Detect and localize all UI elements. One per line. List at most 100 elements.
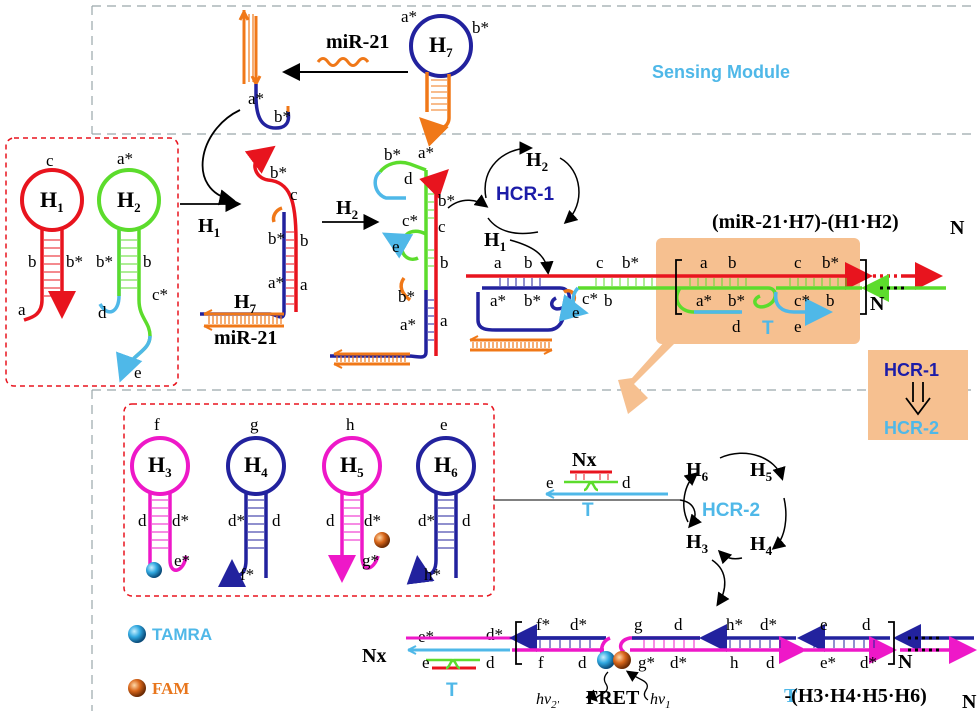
svg-text:c*: c*	[152, 285, 168, 304]
svg-text:e: e	[572, 303, 580, 322]
svg-text:b*: b*	[268, 229, 285, 248]
svg-text:a*: a*	[400, 315, 416, 334]
highlight-arrow	[618, 322, 688, 414]
svg-text:T: T	[446, 680, 458, 701]
svg-text:e: e	[422, 653, 430, 672]
svg-text:H3: H3	[148, 452, 172, 480]
svg-text:N: N	[898, 651, 913, 673]
svg-text:miR-21: miR-21	[326, 31, 389, 53]
svg-text:b*: b*	[96, 252, 113, 271]
svg-text:FRET: FRET	[586, 687, 640, 709]
svg-text:b: b	[28, 252, 37, 271]
svg-text:H4: H4	[750, 533, 773, 558]
svg-text:d*: d*	[570, 615, 587, 634]
h7-hairpin: H7 a* b*	[401, 7, 489, 147]
h6-hairpin: H6 e d* d h*	[406, 415, 476, 585]
svg-text:b*: b*	[66, 252, 83, 271]
svg-text:g: g	[250, 415, 259, 434]
svg-text:b*: b*	[472, 18, 489, 37]
svg-text:HCR-2: HCR-2	[702, 500, 760, 521]
mir21-h7-duplex-top: a* b*	[238, 10, 291, 130]
svg-text:b*: b*	[524, 291, 541, 310]
svg-text:b: b	[604, 291, 613, 310]
svg-text:b*: b*	[622, 253, 639, 272]
svg-text:H2: H2	[117, 187, 141, 215]
svg-text:TAMRA: TAMRA	[152, 625, 212, 644]
svg-text:g*: g*	[638, 653, 655, 672]
svg-text:c: c	[290, 185, 298, 204]
section-dividers	[91, 5, 975, 711]
svg-text:c: c	[596, 253, 604, 272]
svg-text:b: b	[143, 252, 152, 271]
svg-text:H6: H6	[686, 459, 709, 484]
svg-text:d*: d*	[418, 511, 435, 530]
svg-text:g*: g*	[362, 551, 379, 570]
tamra-dye	[597, 651, 615, 669]
svg-text:b*: b*	[274, 107, 291, 126]
svg-text:d*: d*	[860, 653, 877, 672]
svg-text:H1: H1	[484, 229, 506, 254]
svg-text:b*: b*	[438, 191, 455, 210]
svg-text:H6: H6	[434, 452, 458, 480]
svg-text:d*: d*	[228, 511, 245, 530]
svg-text:c*: c*	[794, 291, 810, 310]
svg-text:e: e	[820, 615, 828, 634]
arrow-from-hcr1	[509, 239, 554, 275]
svg-text:b*: b*	[270, 163, 287, 182]
sensing-module-title: Sensing Module	[652, 62, 790, 82]
svg-text:d: d	[622, 473, 631, 492]
svg-text:h: h	[346, 415, 355, 434]
svg-text:e*: e*	[174, 551, 190, 570]
svg-text:e: e	[392, 237, 400, 256]
svg-text:d: d	[486, 653, 495, 672]
svg-text:d*: d*	[486, 625, 503, 644]
svg-text:HCR-1: HCR-1	[496, 184, 554, 205]
svg-text:b: b	[440, 253, 449, 272]
svg-text:d*: d*	[670, 653, 687, 672]
legend: TAMRA FAM	[128, 625, 212, 698]
arrow-curve-to-h1	[201, 109, 241, 206]
hcr1-to-hcr2-box: HCR-1 HCR-2	[868, 350, 968, 440]
svg-text:a*: a*	[401, 7, 417, 26]
svg-text:a: a	[440, 311, 448, 330]
svg-text:a*: a*	[490, 291, 506, 310]
svg-text:d: d	[98, 303, 107, 322]
svg-text:H5: H5	[750, 459, 773, 484]
svg-text:d: d	[732, 317, 741, 336]
svg-text:HCR-2: HCR-2	[884, 418, 939, 438]
svg-text:e: e	[134, 363, 142, 382]
hcr1-product: (miR-21·H7)-(H1·H2) N	[466, 211, 965, 355]
h2-label-step: H2	[336, 197, 358, 222]
arrow-to-hcr1	[447, 194, 489, 209]
svg-text:hv2': hv2'	[536, 691, 560, 711]
h3-hairpin: H3 f d d* e*	[130, 415, 190, 578]
svg-text:f: f	[538, 653, 544, 672]
svg-text:a: a	[300, 275, 308, 294]
svg-text:a: a	[494, 253, 502, 272]
svg-text:b: b	[300, 231, 309, 250]
step2-complex: b* c b* b a* a H7 miR-21	[200, 145, 309, 349]
svg-text:Nx: Nx	[362, 645, 386, 667]
svg-text:a*: a*	[696, 291, 712, 310]
t-complex-middle: Nx e d T	[545, 449, 668, 521]
svg-text:a*: a*	[117, 149, 133, 168]
h1-hairpin: H1 c b b* a	[18, 151, 84, 322]
svg-text:H1: H1	[40, 187, 64, 215]
svg-text:h: h	[730, 653, 739, 672]
hcr1-cycle: HCR-1 H2 H1	[484, 141, 580, 254]
svg-text:b*: b*	[384, 145, 401, 164]
svg-text:b*: b*	[822, 253, 839, 272]
fam-dye	[613, 651, 631, 669]
svg-text:T-(H3·H4·H5·H6): T-(H3·H4·H5·H6)	[784, 685, 927, 707]
svg-text:b*: b*	[398, 287, 415, 306]
h1-label-step: H1	[198, 215, 220, 240]
svg-text:d*: d*	[364, 511, 381, 530]
svg-text:f: f	[154, 415, 160, 434]
svg-text:hv1: hv1	[650, 691, 671, 711]
svg-text:d: d	[578, 653, 587, 672]
svg-text:T: T	[582, 500, 594, 521]
h4-hairpin: H4 g d* d f*	[218, 415, 286, 588]
svg-text:d: d	[862, 615, 871, 634]
